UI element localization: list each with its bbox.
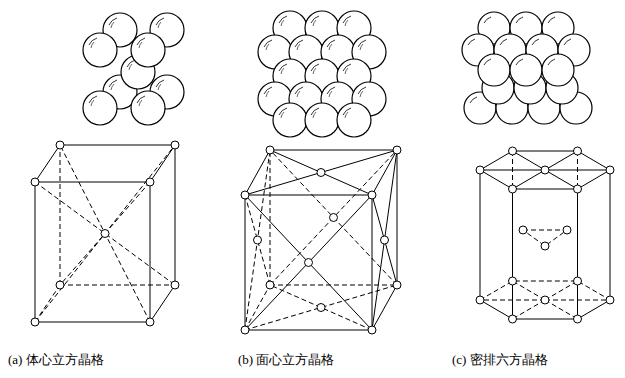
hcp-lattice: [476, 147, 614, 323]
caption-wrap: (b) 面心立方晶格: [238, 350, 334, 369]
caption-wrap: (c) 密排六方晶格: [452, 350, 548, 369]
fcc-lattice: [241, 146, 401, 334]
fcc-sphere-model: [258, 11, 386, 137]
hcp-sphere-model: [462, 12, 592, 124]
figure-caption: (a) 体心立方晶格: [8, 352, 104, 367]
caption-wrap: (a) 体心立方晶格: [8, 350, 104, 369]
bcc-lattice: [31, 141, 179, 326]
figure-caption: (b) 面心立方晶格: [238, 352, 334, 367]
bcc-sphere-model: [83, 13, 184, 125]
figure-caption: (c) 密排六方晶格: [452, 352, 548, 367]
